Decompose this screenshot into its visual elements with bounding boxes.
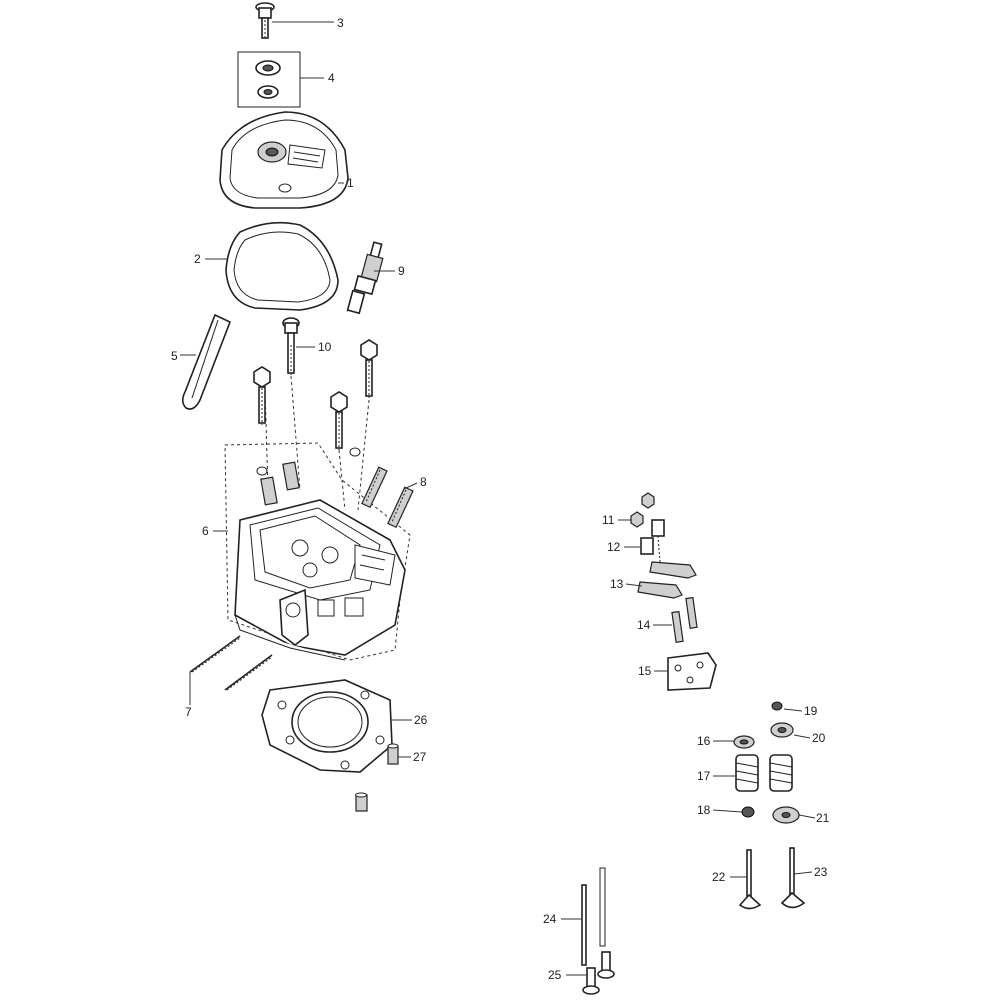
callout-27: 27 xyxy=(413,750,427,764)
callout-26: 26 xyxy=(414,713,428,727)
part-26-head-gasket xyxy=(261,679,393,773)
part-2-gasket xyxy=(225,221,339,311)
leader-lines xyxy=(180,21,816,976)
callout-21: 21 xyxy=(816,811,830,825)
part-1-valve-cover xyxy=(219,111,349,209)
callout-labels: 3 4 1 2 9 5 10 6 8 7 11 12 13 14 15 19 1… xyxy=(171,16,830,982)
callout-25: 25 xyxy=(548,968,562,982)
callout-24: 24 xyxy=(543,912,557,926)
part-11-nuts xyxy=(630,492,655,528)
part-23-valve xyxy=(780,847,806,909)
callout-2: 2 xyxy=(194,252,201,266)
callout-11: 11 xyxy=(602,513,615,527)
part-20-retainer xyxy=(770,722,794,738)
part-21-washer xyxy=(772,806,800,824)
part-15-guide-plate xyxy=(667,652,717,691)
part-18-seal xyxy=(741,806,755,818)
part-19-cap xyxy=(771,701,783,711)
callout-6: 6 xyxy=(202,524,209,538)
part-4-washers xyxy=(237,51,301,108)
part-13-rocker-arms xyxy=(637,561,697,599)
callout-8: 8 xyxy=(420,475,427,489)
callout-15: 15 xyxy=(638,664,652,678)
callout-5: 5 xyxy=(171,349,178,363)
part-5-tube xyxy=(181,313,232,410)
part-25-tappets xyxy=(582,951,615,995)
head-nuts xyxy=(253,339,378,450)
callout-3: 3 xyxy=(337,16,344,30)
part-10-bolt xyxy=(282,317,300,375)
callout-18: 18 xyxy=(697,803,711,817)
callout-23: 23 xyxy=(814,865,828,879)
part-7-studs xyxy=(189,635,273,691)
callout-9: 9 xyxy=(398,264,405,278)
callout-10: 10 xyxy=(318,340,332,354)
part-9-spark-plug xyxy=(346,241,384,315)
callout-16: 16 xyxy=(697,734,711,748)
callout-1: 1 xyxy=(347,176,354,190)
part-14-studs xyxy=(671,596,698,643)
part-17-springs xyxy=(735,754,793,792)
part-3-bolt xyxy=(255,2,275,40)
part-16-retainer xyxy=(733,735,755,749)
callout-19: 19 xyxy=(804,704,818,718)
part-12-pivots xyxy=(640,519,665,563)
callout-17: 17 xyxy=(697,769,711,783)
callout-14: 14 xyxy=(637,618,651,632)
part-24-pushrods xyxy=(581,867,606,966)
callout-7: 7 xyxy=(185,705,192,719)
part-8-studs xyxy=(361,466,414,529)
part-27-dowels xyxy=(355,743,399,812)
callout-22: 22 xyxy=(712,870,726,884)
callout-4: 4 xyxy=(328,71,335,85)
part-22-valve xyxy=(738,849,762,910)
callout-13: 13 xyxy=(610,577,624,591)
callout-20: 20 xyxy=(812,731,826,745)
part-6-cylinder-head xyxy=(224,375,411,661)
callout-12: 12 xyxy=(607,540,621,554)
